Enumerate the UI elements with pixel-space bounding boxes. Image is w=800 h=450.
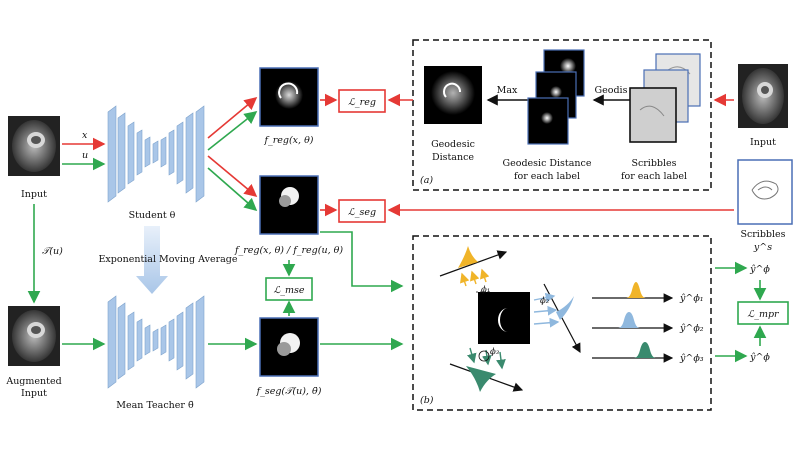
phi2-label: ϕ₂: [540, 296, 550, 306]
loss-mpr-box: [737, 301, 789, 325]
geo-dist-label-line1: Geodesic: [431, 139, 475, 150]
geodis-label: Geodis: [595, 85, 628, 96]
panel-b-border: [412, 235, 712, 411]
loss-mpr-label: ℒ_mpr: [747, 309, 780, 320]
input-image-left: [8, 116, 60, 176]
input-label-left: Input: [21, 189, 47, 200]
input-image-right: [738, 64, 788, 128]
scrib-each-label-line2: for each label: [621, 171, 687, 182]
geo-dist-label-line2: Distance: [432, 152, 474, 163]
student-to-freg-green: [207, 111, 258, 151]
scrib-each-label-line1: Scribbles: [631, 158, 676, 169]
max-label: Max: [497, 85, 518, 96]
x-variable: x: [82, 130, 88, 141]
ema-label: Exponential Moving Average: [99, 254, 238, 265]
projection-phi2: [533, 283, 581, 354]
loss-mse-label: ℒ_mse: [273, 285, 304, 296]
augmented-input-image: [8, 306, 60, 366]
freg-label: f_reg(x, θ): [263, 135, 313, 146]
scribbles-image: [737, 159, 793, 225]
phi3-label: ϕ₃: [490, 347, 500, 357]
geo-each-label-line2: for each label: [514, 171, 580, 182]
student-to-fseg-red: [207, 155, 258, 198]
geodesic-distance-image: [424, 66, 482, 124]
yhat-phi-bottom-label: ŷ^ϕ: [749, 352, 770, 363]
geodesic-per-label-stack: [527, 49, 585, 145]
scribbles-per-label-stack: [629, 53, 701, 143]
projection-phi1: [439, 246, 508, 293]
input-label-right: Input: [750, 137, 776, 148]
fseg-teacher-label: f_seg(𝒯(u), θ̄): [256, 386, 322, 397]
freg-image: [259, 67, 319, 127]
loss-reg-label: ℒ_reg: [348, 97, 376, 108]
yhat-phi-top-label: ŷ^ϕ: [749, 264, 770, 275]
mean-teacher-label: Mean Teacher θ̄: [116, 400, 194, 411]
augmented-label-line2: Input: [21, 388, 47, 399]
fseg-student-image: [259, 175, 319, 235]
student-to-freg-red: [207, 96, 258, 139]
yhat-phi1-label: ŷ^ϕ₁: [679, 293, 704, 304]
transform-label: 𝒯(u): [42, 246, 63, 257]
projection-phi3: [449, 347, 524, 392]
u-variable: u: [82, 150, 88, 161]
student-label: Student θ: [129, 210, 176, 221]
loss-mse-box: [265, 277, 313, 301]
profile-phi3: [592, 342, 674, 363]
scribbles-label: Scribbles: [740, 229, 785, 240]
yhat-phi2-label: ŷ^ϕ₂: [679, 323, 704, 334]
student-network: [107, 105, 205, 203]
loss-seg-label: ℒ_seg: [348, 207, 376, 218]
ys-label: y^s: [753, 242, 772, 253]
ema-arrow: [136, 226, 168, 294]
mean-teacher-network: [107, 295, 205, 389]
fseg-teacher-image: [259, 317, 319, 377]
panel-b-label: (b): [420, 395, 434, 406]
geo-each-label-line1: Geodesic Distance: [503, 158, 592, 169]
phi1-label: ϕ₁: [481, 285, 490, 295]
projection-center-image: [478, 292, 530, 344]
student-to-fseg-green: [207, 167, 258, 212]
profile-phi2: [592, 312, 674, 333]
panel-a-label: (a): [420, 175, 433, 186]
loss-seg-box: [338, 199, 386, 223]
augmented-label-line1: Augmented: [5, 376, 61, 387]
profile-phi1: [592, 282, 674, 303]
freg-pair-label: f_reg(x, θ) / f_reg(u, θ): [234, 245, 343, 256]
student-to-panel-b-arrow: [320, 231, 404, 293]
yhat-phi3-label: ŷ^ϕ₃: [679, 353, 704, 364]
panel-a-border: [412, 39, 712, 191]
loss-reg-box: [338, 89, 386, 113]
